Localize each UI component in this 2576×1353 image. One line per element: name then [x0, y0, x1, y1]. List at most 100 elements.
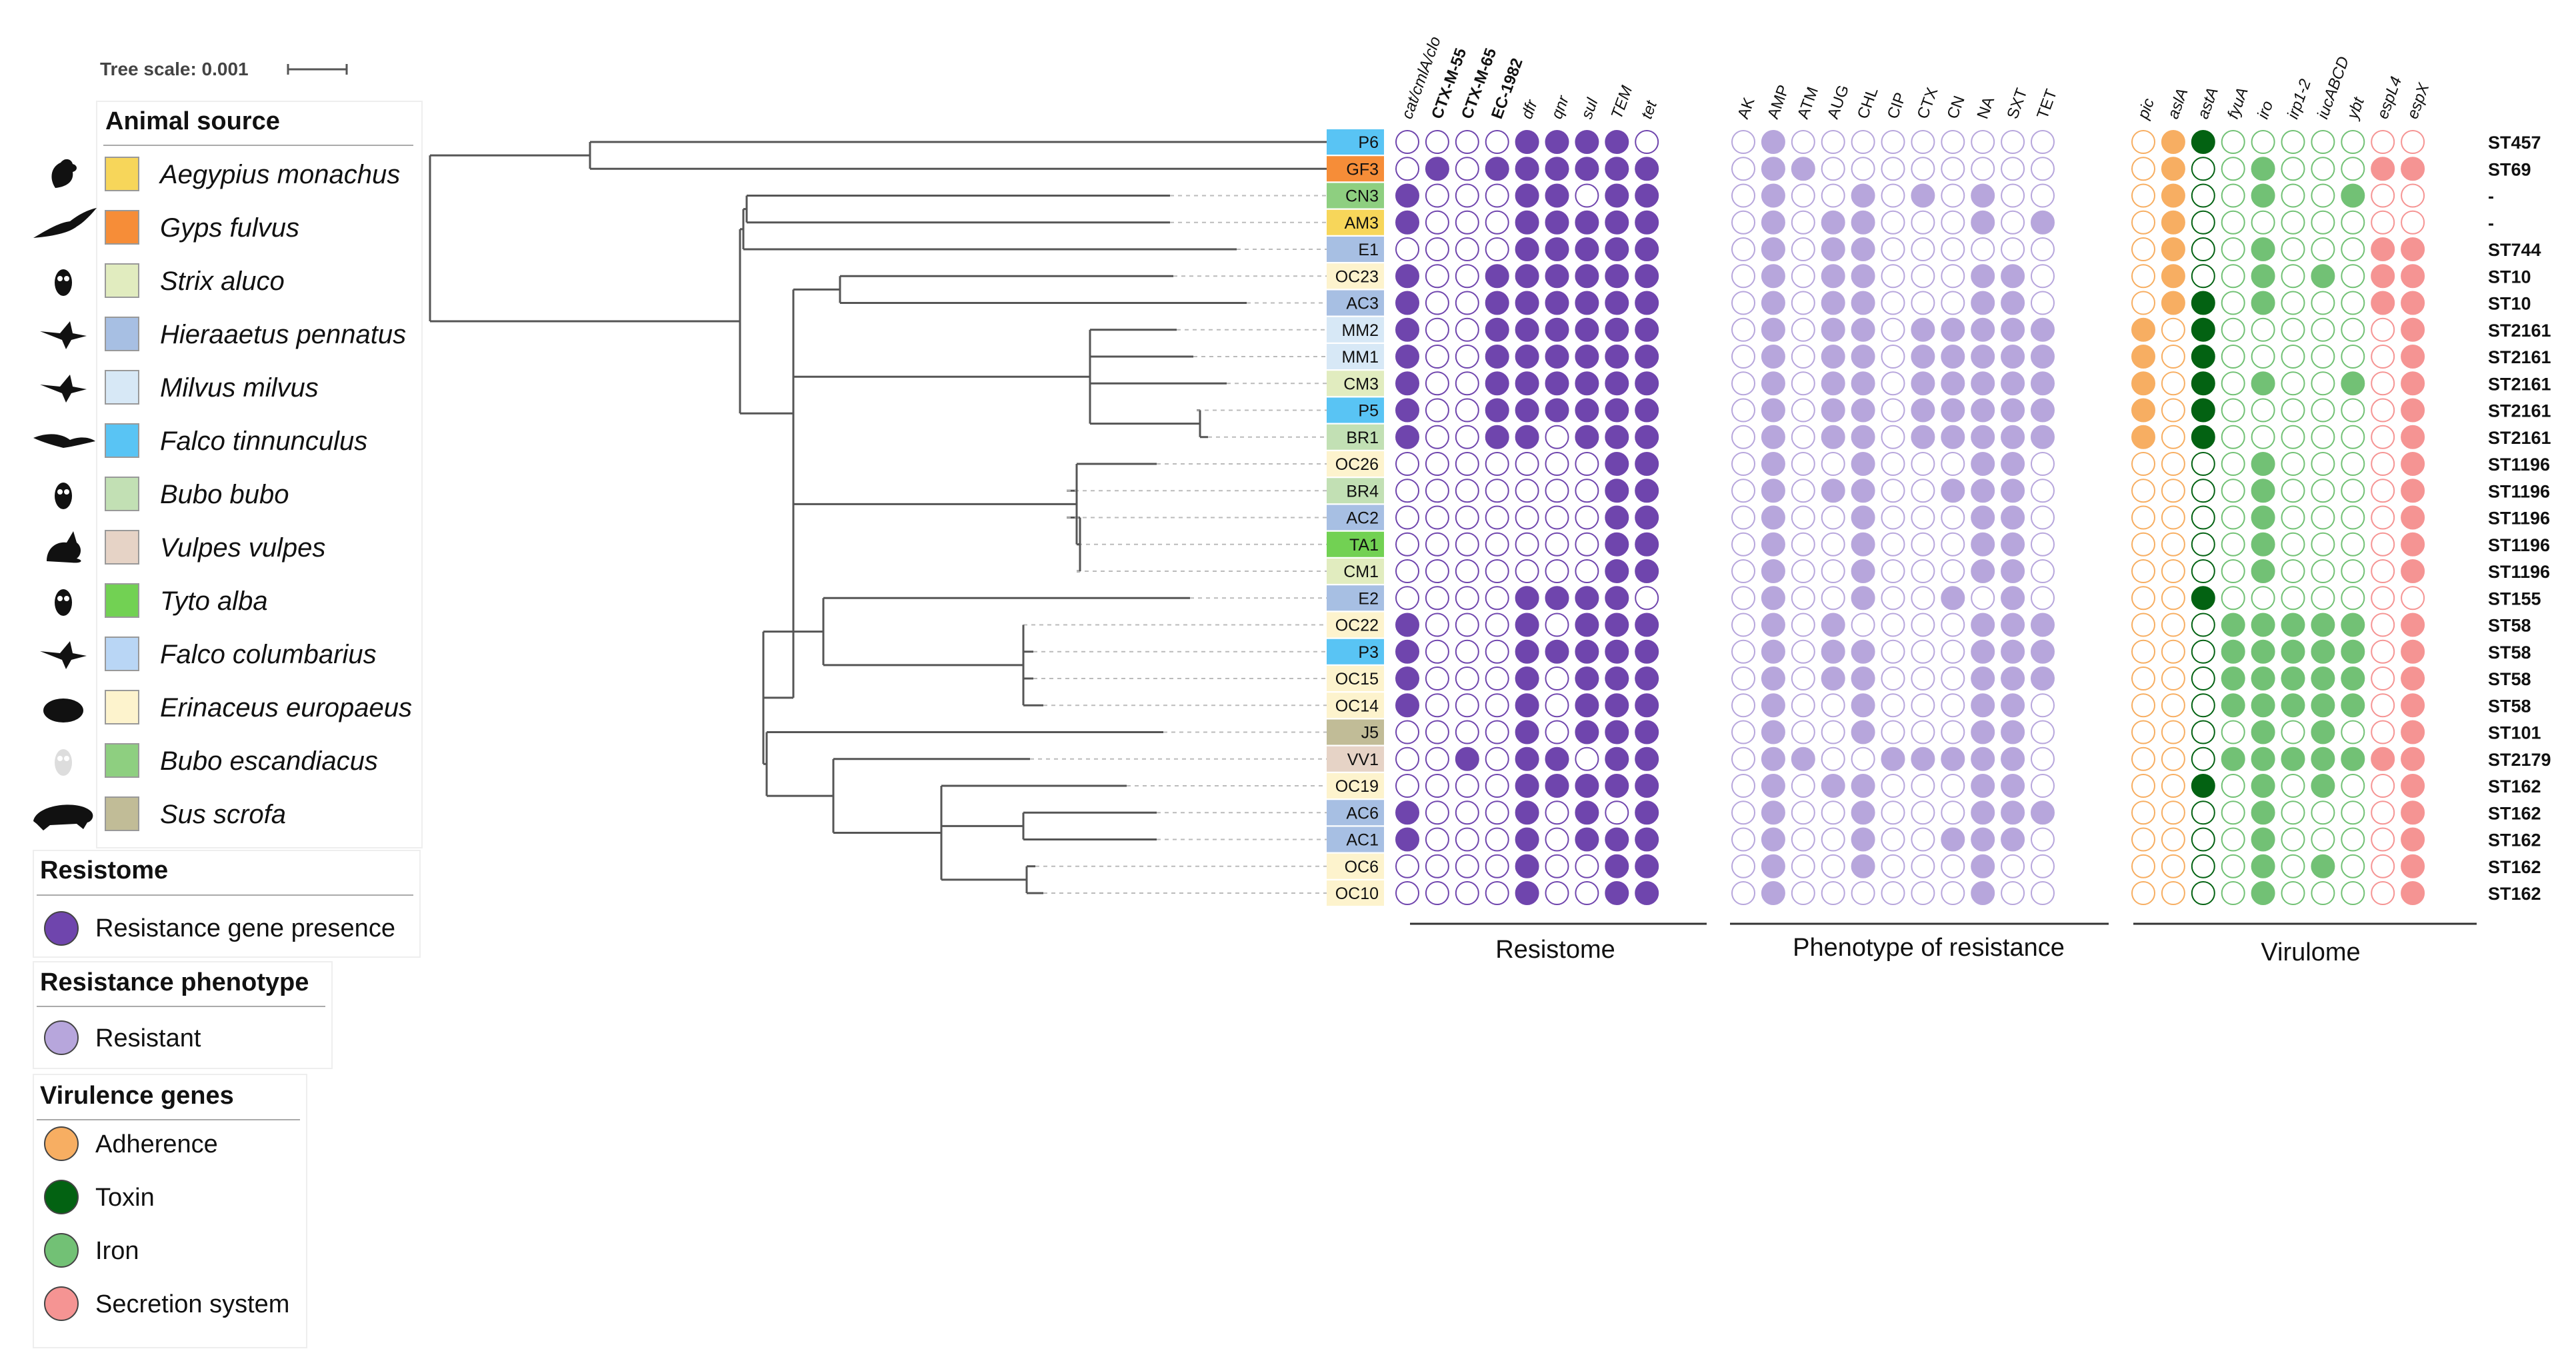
virulence-gene-dot	[2191, 854, 2215, 878]
phenotype-dot	[1821, 559, 1845, 583]
resistance-gene-dot	[1575, 746, 1599, 771]
virulence-gene-dot	[2251, 693, 2275, 718]
phenotype-dot	[2031, 130, 2055, 154]
phenotype-dot	[1791, 317, 1815, 342]
barn-owl-icon	[55, 589, 72, 616]
phenotype-dot	[1971, 479, 1995, 503]
resistance-gene-dot	[1605, 586, 1629, 611]
phenotype-dot	[1851, 746, 1875, 771]
virulence-gene-dot	[2251, 505, 2275, 530]
sequence-type-label: ST2161	[2488, 321, 2551, 341]
virulence-gene-dot	[2221, 532, 2245, 557]
virulence-gene-dot	[2221, 505, 2245, 530]
resistance-gene-dot	[1545, 291, 1569, 315]
animal-species-name: Hieraaetus pennatus	[160, 320, 406, 349]
phenotype-dot	[1911, 586, 1935, 611]
virulence-gene-dot	[2131, 827, 2155, 852]
resistance-gene-dot	[1395, 398, 1419, 423]
column-header: tet	[1637, 97, 1661, 121]
isolate-id: E1	[1358, 241, 1379, 259]
resistance-gene-dot	[1425, 291, 1449, 315]
virulence-gene-dot	[2131, 210, 2155, 235]
resistance-gene-dot	[1575, 505, 1599, 530]
phenotype-dot	[1941, 693, 1965, 718]
virulence-gene-dot	[2311, 586, 2335, 611]
phenotype-dot	[1941, 827, 1965, 852]
phenotype-dot	[1761, 157, 1785, 181]
host-color-box	[1327, 719, 1384, 745]
resistome-legend-item: Resistance gene presence	[95, 914, 395, 942]
eagle-owl-icon	[55, 483, 72, 509]
virulence-gene-dot	[2131, 345, 2155, 369]
resistance-gene-dot	[1485, 532, 1509, 557]
virulence-gene-dot	[2161, 693, 2185, 718]
virulence-gene-dot	[2371, 291, 2395, 315]
resistance-gene-dot	[1395, 746, 1419, 771]
host-color-box	[1327, 880, 1384, 906]
phenotype-dot	[2001, 479, 2025, 503]
virulence-gene-dot	[2401, 291, 2425, 315]
sequence-type-label: ST2161	[2488, 347, 2551, 367]
phenotype-dot	[1761, 183, 1785, 208]
resistance-gene-dot	[1635, 774, 1659, 798]
resistance-gene-dot	[1485, 345, 1509, 369]
resistome-legend: Resistome Resistance gene presence	[33, 850, 421, 958]
virulence-gene-dot	[2311, 827, 2335, 852]
isolate-label: OC26	[1327, 451, 1384, 477]
virulence-gene-dot	[2401, 371, 2425, 396]
virulence-gene-dot	[2281, 881, 2305, 905]
virulence-gene-dot	[2161, 317, 2185, 342]
resistance-gene-dot	[1575, 693, 1599, 718]
virulence-gene-dot	[2251, 345, 2275, 369]
resistance-gene-dot	[1605, 746, 1629, 771]
virulence-gene-dot	[2311, 720, 2335, 744]
phenotype-dot	[1881, 291, 1905, 315]
snowy-owl-icon	[55, 749, 72, 776]
virulence-gene-dot	[2311, 398, 2335, 423]
phenotype-dot	[1971, 827, 1995, 852]
phenotype-dot	[2001, 425, 2025, 449]
phenotype-dot	[1911, 505, 1935, 530]
phenotype-dot	[2001, 613, 2025, 637]
phenotype-dot	[1791, 183, 1815, 208]
phenotype-dot	[1881, 800, 1905, 825]
virulence-gene-dot	[2341, 183, 2365, 208]
virulence-gene-dot	[2161, 827, 2185, 852]
virulence-gene-dot	[2281, 237, 2305, 261]
virulence-gene-dot	[2161, 667, 2185, 690]
virulence-gene-dot	[2191, 317, 2215, 342]
virulence-gene-dot	[2221, 693, 2245, 718]
isolate-label: TA1	[1327, 531, 1384, 557]
resistance-gene-dot	[1455, 264, 1479, 289]
phenotype-dot	[1971, 854, 1995, 878]
virulence-gene-dot	[2281, 746, 2305, 771]
virulence-gene-dot	[2221, 157, 2245, 181]
phenotype-dot	[1791, 881, 1815, 905]
column-header: NA	[1973, 94, 1998, 121]
virulence-gene-dot	[2131, 317, 2155, 342]
phenotype-dot	[1971, 746, 1995, 771]
phenotype-dot	[1731, 586, 1755, 611]
virulence-gene-dot	[2251, 881, 2275, 905]
phenotype-dot	[1761, 774, 1785, 798]
column-header: CN	[1944, 93, 1969, 121]
phenotype-dot	[1821, 264, 1845, 289]
virulence-gene-dot	[2371, 157, 2395, 181]
sequence-type-label: ST162	[2488, 884, 2541, 904]
virulence-gene-dot	[2191, 774, 2215, 798]
host-color-box	[1327, 478, 1384, 504]
phenotype-dot	[1881, 774, 1905, 798]
virulence-gene-dot	[2311, 800, 2335, 825]
sequence-type-label: ST69	[2488, 159, 2531, 179]
host-color-box	[1327, 666, 1384, 691]
resistance-gene-dot	[1485, 559, 1509, 583]
eagle-icon	[40, 321, 87, 349]
phenotype-dot	[2001, 559, 2025, 583]
phenotype-dot	[1971, 505, 1995, 530]
phenotype-dot	[1881, 559, 1905, 583]
virulence-gene-dot	[2191, 345, 2215, 369]
virulence-gene-dot	[2251, 425, 2275, 449]
resistance-gene-dot	[1635, 264, 1659, 289]
isolate-label: AM3	[1327, 209, 1384, 235]
virulence-gene-dot	[2371, 559, 2395, 583]
